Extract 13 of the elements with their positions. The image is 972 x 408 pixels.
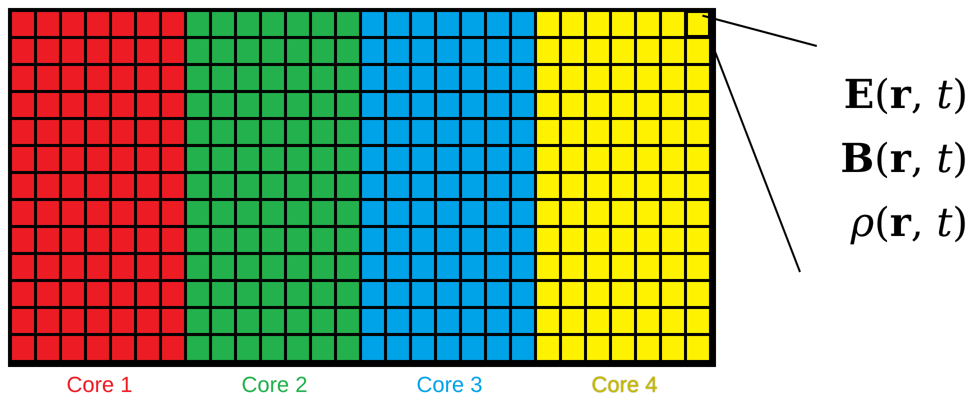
core-label: Core 4 [591, 372, 658, 398]
core-label: Core 2 [241, 372, 308, 398]
equation: ρ(r, t) [850, 198, 968, 248]
core-region [362, 12, 537, 363]
core-label: Core 1 [66, 372, 133, 398]
equation: B(r, t) [840, 134, 968, 184]
core-region [187, 12, 362, 363]
core-region [12, 12, 187, 363]
leader-line [702, 14, 818, 47]
equation: E(r, t) [844, 70, 968, 120]
core-label: Core 3 [416, 372, 483, 398]
core-region [537, 12, 712, 363]
grid-cell [687, 12, 709, 36]
